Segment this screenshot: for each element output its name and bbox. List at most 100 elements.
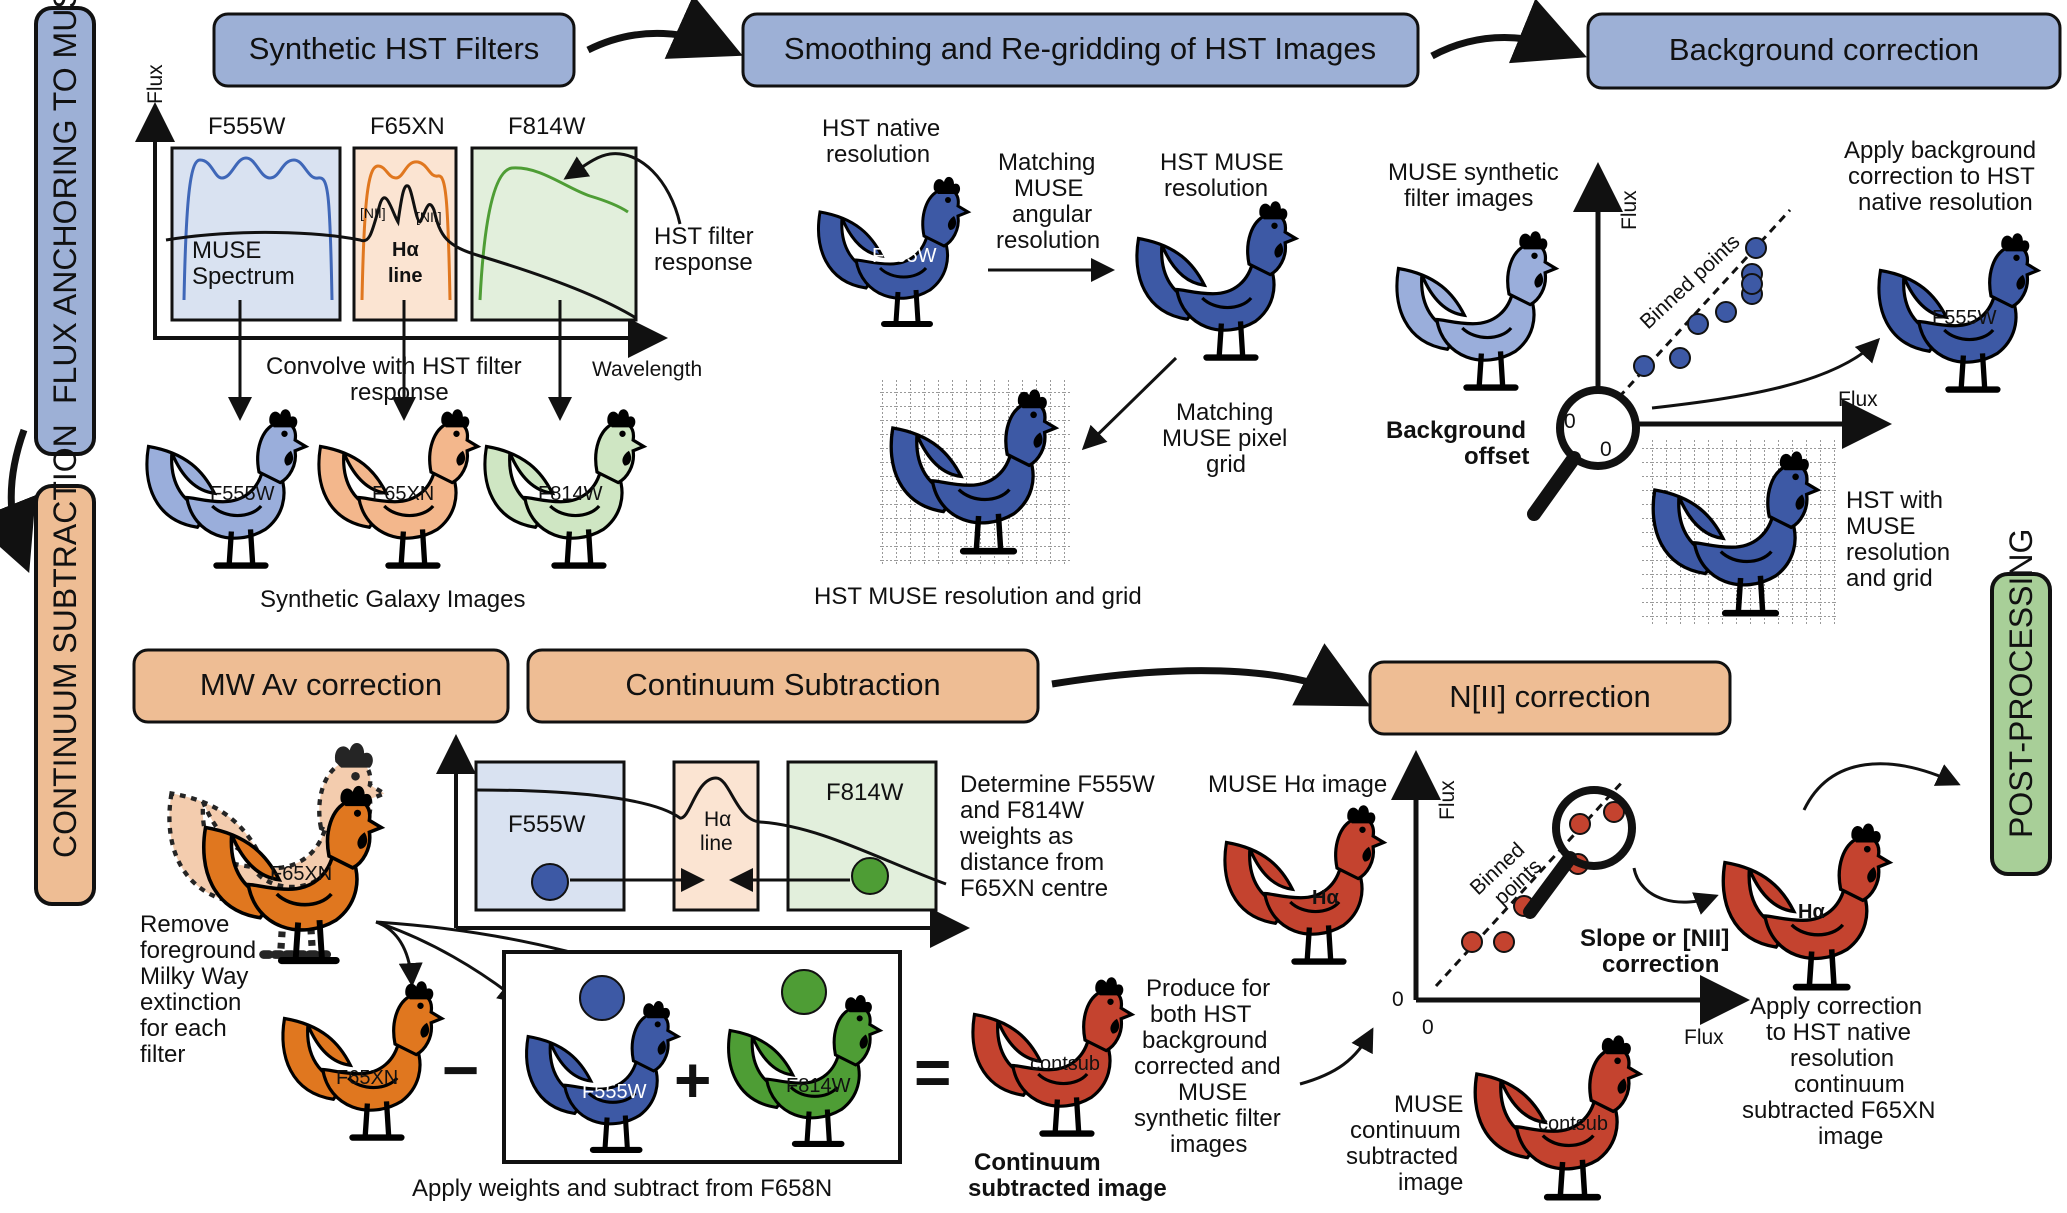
- cs-produce-1: Produce for: [1146, 975, 1270, 1002]
- step-background-label: Background correction: [1669, 32, 1979, 67]
- native-label-1: HST native: [822, 115, 940, 142]
- cs-determine-3: weights as: [959, 823, 1073, 850]
- continuum-subtraction-label: CONTINUUM SUBTRACTION: [47, 424, 83, 858]
- step-smoothing: Smoothing and Re-gridding of HST Images: [741, 12, 1420, 88]
- step-continuum-sub-label: Continuum Subtraction: [625, 667, 940, 702]
- nii-muse-ha-label: MUSE Hα image: [1208, 771, 1387, 798]
- continuum-panel: F555W Hα line F814W Determine F555W and …: [283, 734, 1374, 1202]
- mw-remove-1: Remove: [140, 911, 229, 938]
- flux-anchoring-banner: FLUX ANCHORING TO MUSE: [34, 0, 96, 456]
- galaxy-caption: Synthetic Galaxy Images: [260, 586, 525, 613]
- grid-caption: HST MUSE resolution and grid: [814, 583, 1142, 610]
- mw-arrow-blue: [375, 920, 523, 1004]
- bg-hst-with-2: MUSE: [1846, 513, 1915, 540]
- nii-to-postprocessing-arrow: [1802, 762, 1961, 811]
- step-synthetic-filters-label: Synthetic HST Filters: [249, 31, 540, 66]
- cs-produce-4: corrected and: [1134, 1053, 1281, 1080]
- cs-spectrum-curve: [475, 776, 947, 886]
- nii-panel: MUSE Hα image Hα Flux Flux 0 0 Binned po…: [1208, 750, 1961, 1197]
- cs-blue-weight-dot-eq: [579, 975, 625, 1021]
- rooster-icon-muse-ha: Hα: [1225, 805, 1384, 961]
- mw-remove-6: filter: [140, 1041, 185, 1068]
- nii-muse-cs-4: image: [1398, 1169, 1463, 1196]
- arrow-continuum-to-nii: [1051, 643, 1371, 707]
- muse-synth-label-2: filter images: [1404, 185, 1533, 212]
- bg-hst-with-3: resolution: [1846, 539, 1950, 566]
- nii-muse-cs-1: MUSE: [1394, 1091, 1463, 1118]
- pixel-label-3: grid: [1206, 451, 1246, 478]
- step-synthetic-filters: Synthetic HST Filters: [212, 12, 576, 88]
- convolve-label-1: Convolve with HST filter: [266, 353, 522, 380]
- svg-text:Hα: Hα: [1312, 887, 1339, 909]
- cs-equals-sign: =: [914, 1036, 951, 1108]
- step-nii-label: N[II] correction: [1449, 679, 1651, 714]
- cs-produce-3: background: [1142, 1027, 1267, 1054]
- f814w-filter-box: [470, 146, 638, 322]
- hst-muse-label-1: HST MUSE: [1160, 149, 1284, 176]
- smoothing-panel: HST native resolution F555W Matching MUS…: [814, 115, 1296, 610]
- cs-determine-5: F65XN centre: [960, 875, 1108, 902]
- cs-green-weight-dot-eq: [781, 969, 827, 1015]
- f555w-response-curve: [182, 156, 334, 301]
- svg-text:F65XN: F65XN: [372, 483, 434, 505]
- nii-apply-5: subtracted F65XN: [1742, 1097, 1935, 1124]
- convolve-label-2: response: [350, 379, 449, 406]
- pixel-grid-arrow: [1081, 356, 1178, 451]
- nii-apply-3: resolution: [1790, 1045, 1894, 1072]
- muse-synth-label-1: MUSE synthetic: [1388, 159, 1559, 186]
- cs-green-weight-dot: [851, 857, 889, 895]
- svg-text:F65XN: F65XN: [270, 863, 332, 885]
- cs-eq-rooster-blue: F555W: [527, 1001, 678, 1150]
- nii-apply-6: image: [1818, 1123, 1883, 1150]
- cs-produce-5: MUSE: [1178, 1079, 1247, 1106]
- cs-blue-weight-dot: [531, 863, 569, 901]
- bg-offset-label-2: offset: [1464, 443, 1529, 470]
- svg-text:Hα: Hα: [1798, 901, 1825, 923]
- hst-response-label-1: HST filter: [654, 223, 754, 250]
- cs-produce-arrow: [1299, 1027, 1374, 1086]
- ha-label-2: line: [388, 265, 422, 287]
- rooster-icon-smoothed: [1137, 201, 1296, 357]
- nii-muse-cs-2: continuum: [1350, 1117, 1461, 1144]
- svg-text:F555W: F555W: [1932, 307, 1997, 329]
- nii-flux-x-label: Flux: [1684, 1026, 1724, 1049]
- cs-eq-rooster-orange: F65XN: [283, 981, 442, 1137]
- cs-eq-rooster-green: F814W: [729, 995, 880, 1144]
- matching-label-3: angular: [1012, 201, 1092, 228]
- cs-apply-weights: Apply weights and subtract from F658N: [412, 1175, 832, 1202]
- step-mw-av-label: MW Av correction: [200, 667, 442, 702]
- cs-determine-4: distance from: [960, 849, 1104, 876]
- mw-remove-4: extinction: [140, 989, 241, 1016]
- section-connector-arrow: [0, 428, 36, 574]
- bg-flux-x-label: Flux: [1838, 388, 1878, 411]
- bg-offset-label-1: Background: [1386, 417, 1526, 444]
- cs-result-rooster: contsub: [973, 977, 1132, 1133]
- cs-determine-1: Determine F555W: [960, 771, 1155, 798]
- rooster-icon-blue: F555W: [147, 409, 306, 565]
- matching-label-1: Matching: [998, 149, 1095, 176]
- pixel-label-2: MUSE pixel: [1162, 425, 1287, 452]
- muse-spectrum-label-1: MUSE: [192, 237, 261, 264]
- mw-remove-3: Milky Way: [140, 963, 248, 990]
- svg-text:F814W: F814W: [786, 1075, 851, 1097]
- rooster-icon-nii-result: Hα: [1723, 823, 1889, 987]
- nii-zero-y: 0: [1392, 988, 1404, 1011]
- nii-apply-2: to HST native: [1766, 1019, 1911, 1046]
- muse-spectrum-curve: [165, 184, 637, 320]
- mw-remove-5: for each: [140, 1015, 227, 1042]
- arrow-filters-to-smoothing: [586, 0, 743, 59]
- pixel-label-1: Matching: [1176, 399, 1273, 426]
- post-processing-label: POST-PROCESSING: [2003, 529, 2039, 838]
- rooster-icon-orange: F65XN: [319, 409, 478, 565]
- cs-ha-label-1: Hα: [704, 808, 731, 831]
- rooster-icon-bg-corrected: F555W: [1879, 233, 2038, 389]
- svg-text:F555W: F555W: [210, 483, 275, 505]
- cs-minus-sign: −: [442, 1034, 479, 1106]
- f814w-response-curve: [478, 166, 629, 301]
- svg-text:F65XN: F65XN: [336, 1067, 398, 1089]
- nii-slope-label-1: Slope or [NII]: [1580, 925, 1729, 952]
- bg-zero-b: 0: [1600, 438, 1612, 461]
- step-smoothing-label: Smoothing and Re-gridding of HST Images: [784, 31, 1376, 66]
- magnifier-icon: [1527, 386, 1640, 521]
